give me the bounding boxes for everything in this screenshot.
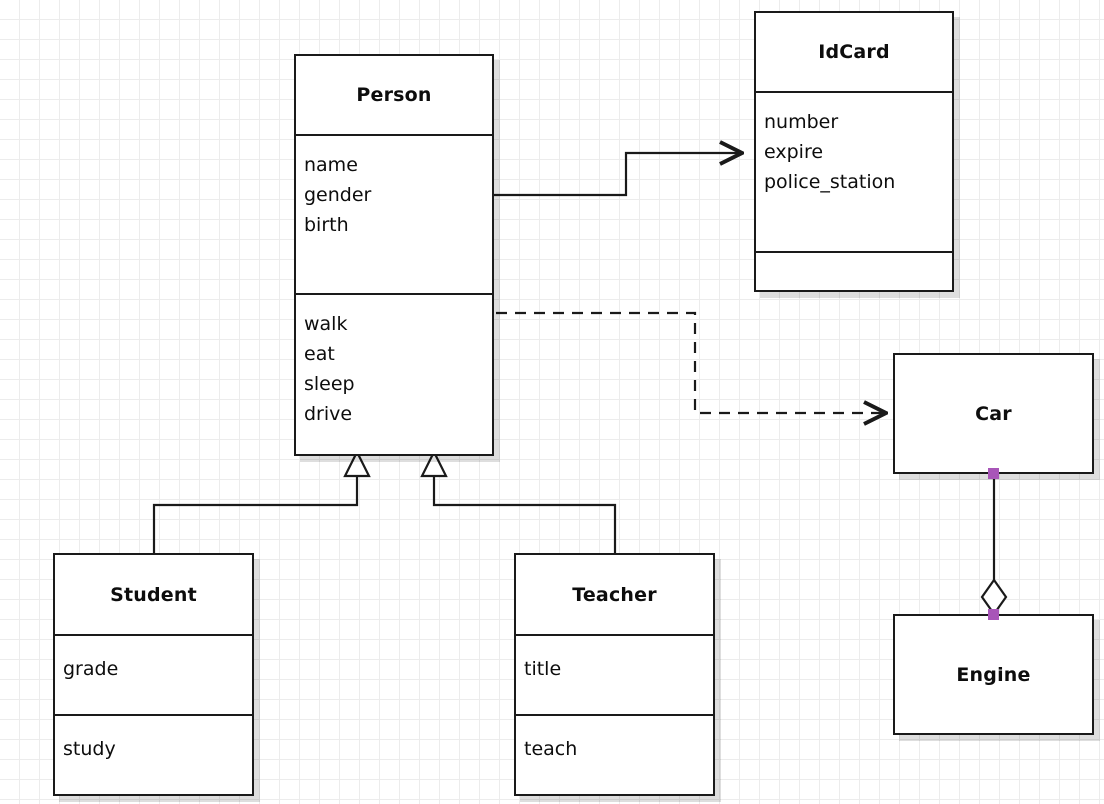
operation-row: teach [524,738,578,760]
class-attributes-idcard: number expire police_station [756,90,952,252]
class-box-person[interactable]: Person name gender birth walk eat sleep … [294,54,494,456]
attribute-row: expire [764,140,824,163]
class-name-idcard: IdCard [818,40,890,63]
class-name-student: Student [110,583,197,606]
operation-row: sleep [304,372,355,395]
class-operations-person: walk eat sleep drive [296,292,492,454]
class-box-idcard[interactable]: IdCard number expire police_station [754,11,954,292]
edge-person-car[interactable] [496,311,886,413]
class-attributes-person: name gender birth [296,134,492,292]
operation-row: study [63,738,116,760]
attribute-row: name [304,154,358,177]
edge-car-engine[interactable] [980,474,1008,616]
attribute-row: birth [304,214,349,237]
operation-row: walk [304,312,348,335]
class-name-person: Person [356,84,432,107]
class-operations-idcard [756,251,952,290]
edge-person-idcard[interactable] [494,153,742,197]
edge-student-person[interactable] [152,449,371,553]
class-box-engine[interactable]: Engine [893,614,1094,735]
class-name-teacher: Teacher [572,583,657,606]
class-attributes-teacher: title [516,634,713,714]
selection-handle-engine-end[interactable] [988,609,999,620]
operation-row: drive [304,402,353,425]
class-operations-student: study [55,714,252,794]
operation-row: eat [304,342,335,365]
attribute-row: grade [63,658,119,680]
class-box-teacher[interactable]: Teacher title teach [514,553,715,796]
attribute-row: gender [304,184,372,207]
class-name-car: Car [975,402,1012,425]
selection-handle-car-end[interactable] [988,468,999,479]
edge-teacher-person[interactable] [420,449,617,553]
attribute-row: title [524,658,562,680]
class-operations-teacher: teach [516,714,713,794]
class-name-engine: Engine [956,663,1031,686]
attribute-row: number [764,110,839,133]
class-attributes-student: grade [55,634,252,714]
class-box-car[interactable]: Car [893,353,1094,474]
attribute-row: police_station [764,170,896,193]
class-box-student[interactable]: Student grade study [53,553,254,796]
